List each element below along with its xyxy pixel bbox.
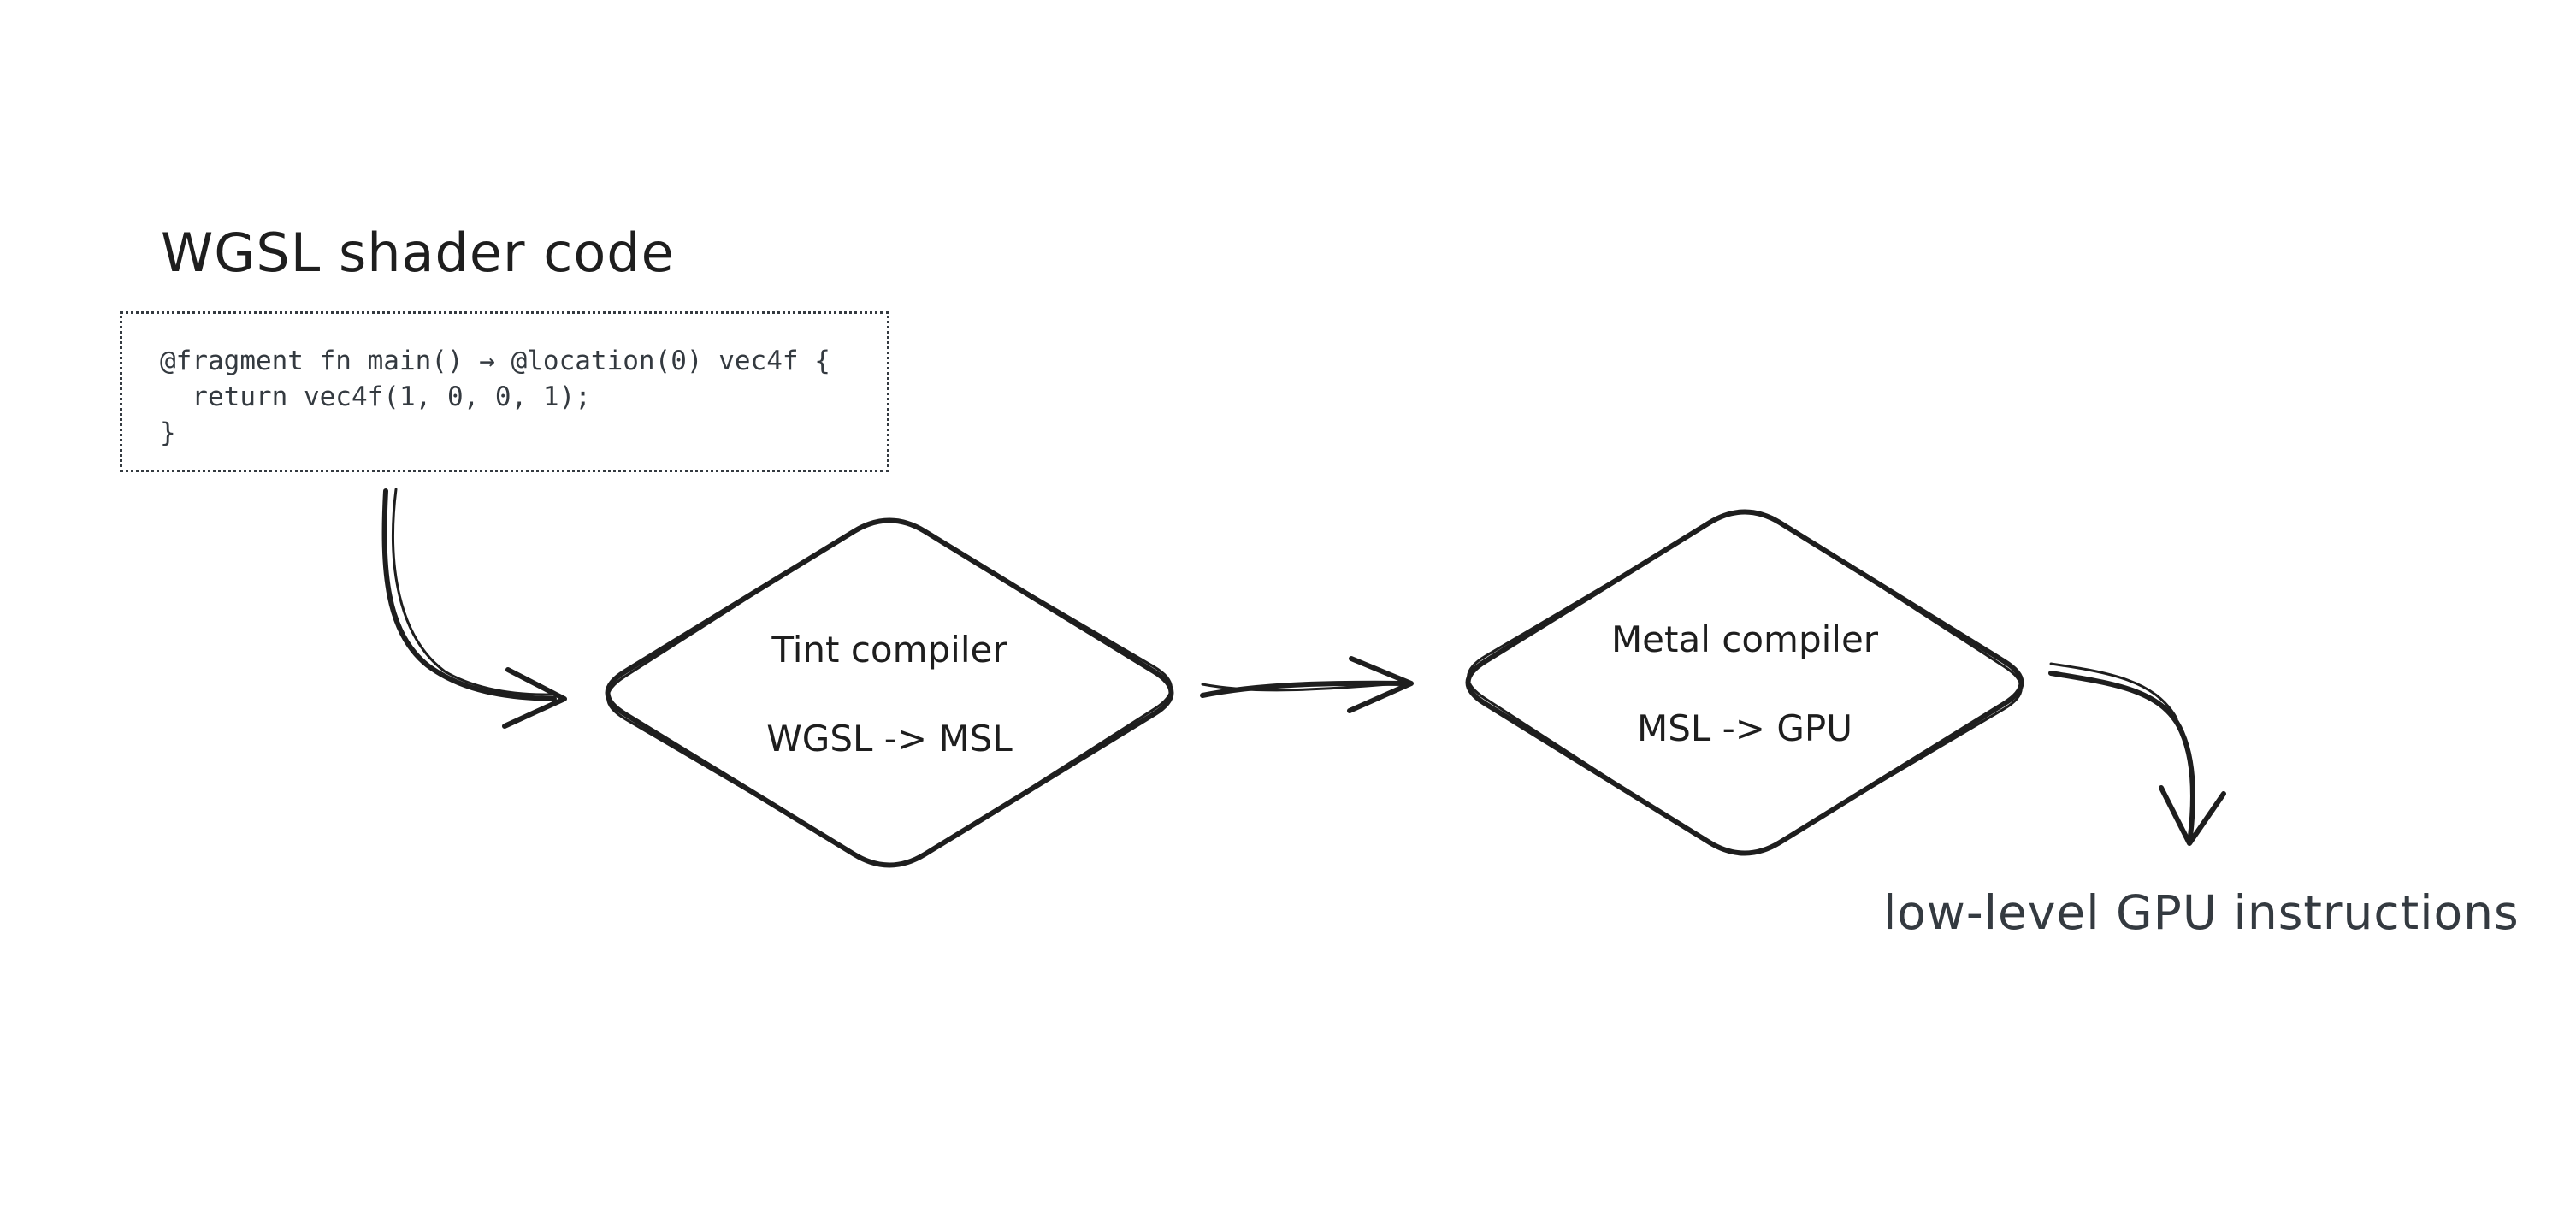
metal-compiler-node-label: Metal compiler MSL -> GPU bbox=[1611, 618, 1878, 750]
code-line-2: return vec4f(1, 0, 0, 1); bbox=[160, 381, 591, 412]
tint-compiler-subtitle: WGSL -> MSL bbox=[766, 718, 1013, 760]
tint-compiler-node-label: Tint compiler WGSL -> MSL bbox=[766, 629, 1012, 760]
arrow-tint-to-metal-icon bbox=[1200, 656, 1414, 713]
metal-compiler-subtitle: MSL -> GPU bbox=[1637, 707, 1852, 749]
arrow-metal-to-output-icon bbox=[2048, 662, 2226, 846]
code-line-3: } bbox=[160, 417, 176, 448]
low-level-gpu-instructions-label: low-level GPU instructions bbox=[1883, 885, 2520, 940]
wgsl-shader-code-title: WGSL shader code bbox=[161, 222, 675, 284]
metal-compiler-diamond bbox=[1465, 509, 2024, 856]
tint-compiler-title: Tint compiler bbox=[771, 629, 1007, 671]
code-line-1: @fragment fn main() → @location(0) vec4f… bbox=[160, 346, 830, 376]
metal-compiler-title: Metal compiler bbox=[1610, 618, 1879, 660]
tint-compiler-diamond bbox=[605, 517, 1174, 868]
arrow-code-to-tint-icon bbox=[381, 488, 567, 729]
wgsl-code-block: @fragment fn main() → @location(0) vec4f… bbox=[120, 311, 889, 472]
